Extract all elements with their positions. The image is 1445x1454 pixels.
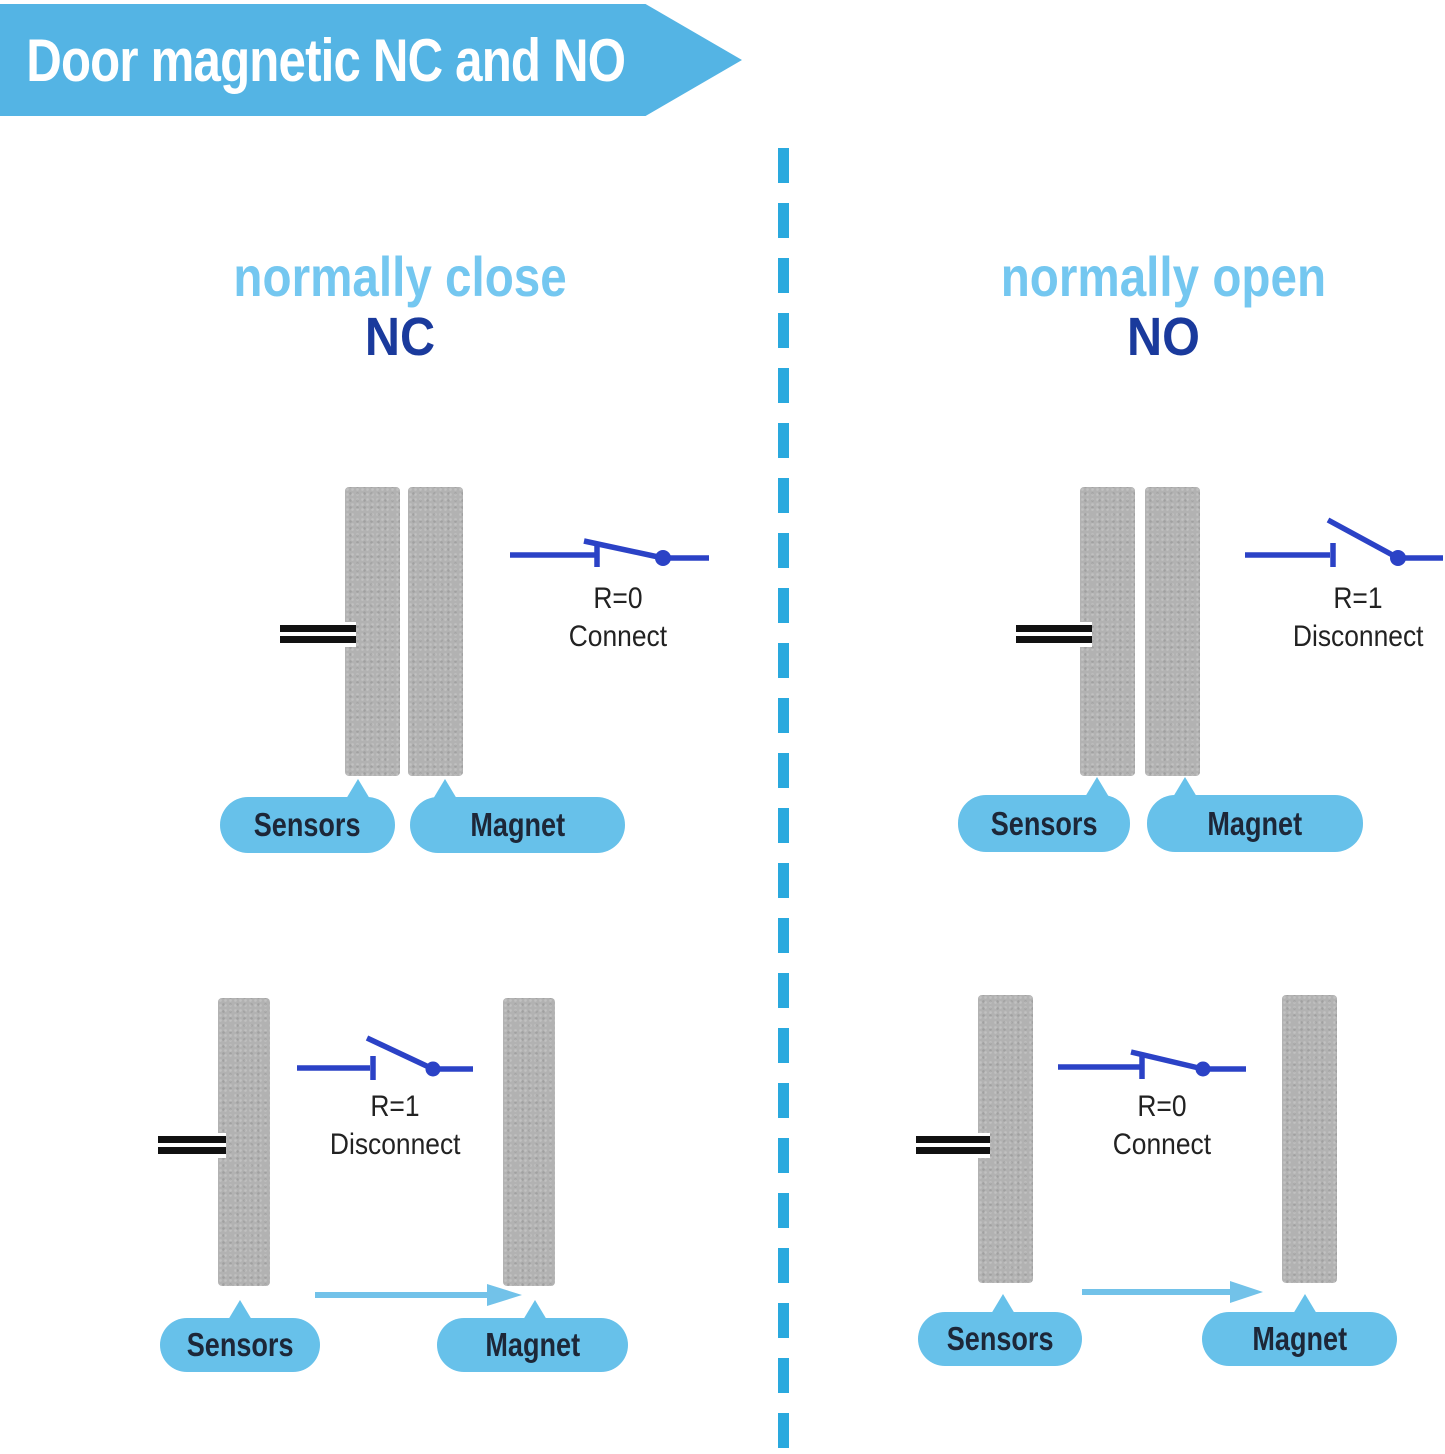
sensor-bar [345,487,400,776]
sensors-bubble: Sensors [918,1294,1082,1366]
no-title-text: normally open [1000,245,1326,308]
nc-abbr-text: NC [364,307,436,367]
bubble-tail [991,1294,1015,1314]
sensor-wire [1016,622,1092,647]
magnet-label: Magnet [1252,1320,1347,1357]
magnet-move-arrow-icon [315,1284,522,1306]
switch-closed-icon [510,538,709,567]
sensors-bubble: Sensors [220,779,395,853]
sensor-bar [1080,487,1135,776]
resistance-value: R=0 [593,582,643,615]
magnet-bubble: Magnet [1202,1294,1397,1366]
connection-word: Disconnect [1292,620,1424,653]
nc-title-text: normally close [233,245,567,308]
magnet-bubble: Magnet [410,779,625,853]
bubble-tail [523,1300,547,1320]
magnet-bar [1145,487,1200,776]
switch-state-label: R=1 Disconnect [1258,580,1445,656]
sensors-label: Sensors [186,1326,294,1363]
connection-word: Connect [1112,1128,1212,1161]
sensor-wire [280,622,356,647]
sensor-wire [916,1133,990,1158]
section-title-no: normally open NO [903,245,1423,367]
sensors-bubble: Sensors [160,1300,320,1372]
magnet-label: Magnet [485,1326,580,1363]
magnet-move-arrow-icon [1082,1281,1263,1303]
sensor-wire [158,1133,226,1158]
bubble-tail [1085,777,1109,797]
no-abbr-text: NO [1126,307,1200,367]
switch-state-label: R=0 Connect [1042,1088,1282,1164]
switch-state-label: R=0 Connect [518,580,718,656]
switch-state-label: R=1 Disconnect [275,1088,515,1164]
switch-open-icon [297,1035,473,1080]
section-divider [778,148,789,1454]
bubble-tail [433,779,457,799]
header-banner: Door magnetic NC and NO [0,4,742,116]
bubble-tail [1173,777,1197,797]
switch-closed-icon [1058,1049,1246,1079]
magnet-bar [503,998,555,1286]
sensors-bubble: Sensors [958,777,1130,852]
bubble-tail [346,779,370,799]
magnet-bar [1282,995,1337,1283]
magnet-bar [408,487,463,776]
resistance-value: R=1 [1333,582,1383,615]
sensors-label: Sensors [254,806,361,843]
connection-word: Connect [568,620,668,653]
sensors-label: Sensors [990,804,1098,842]
magnet-bubble: Magnet [1147,777,1363,852]
sensor-bar [218,998,270,1286]
resistance-value: R=0 [1137,1090,1187,1123]
bubble-tail [228,1300,252,1320]
bubble-tail [1293,1294,1317,1314]
magnet-bubble: Magnet [437,1300,628,1372]
magnet-label: Magnet [470,806,565,843]
magnet-label: Magnet [1207,804,1303,842]
section-title-nc: normally close NC [140,245,660,367]
switch-open-icon [1245,517,1443,567]
page-title: Door magnetic NC and NO [26,26,626,94]
connection-word: Disconnect [329,1128,461,1161]
resistance-value: R=1 [370,1090,420,1123]
sensors-label: Sensors [946,1320,1054,1357]
